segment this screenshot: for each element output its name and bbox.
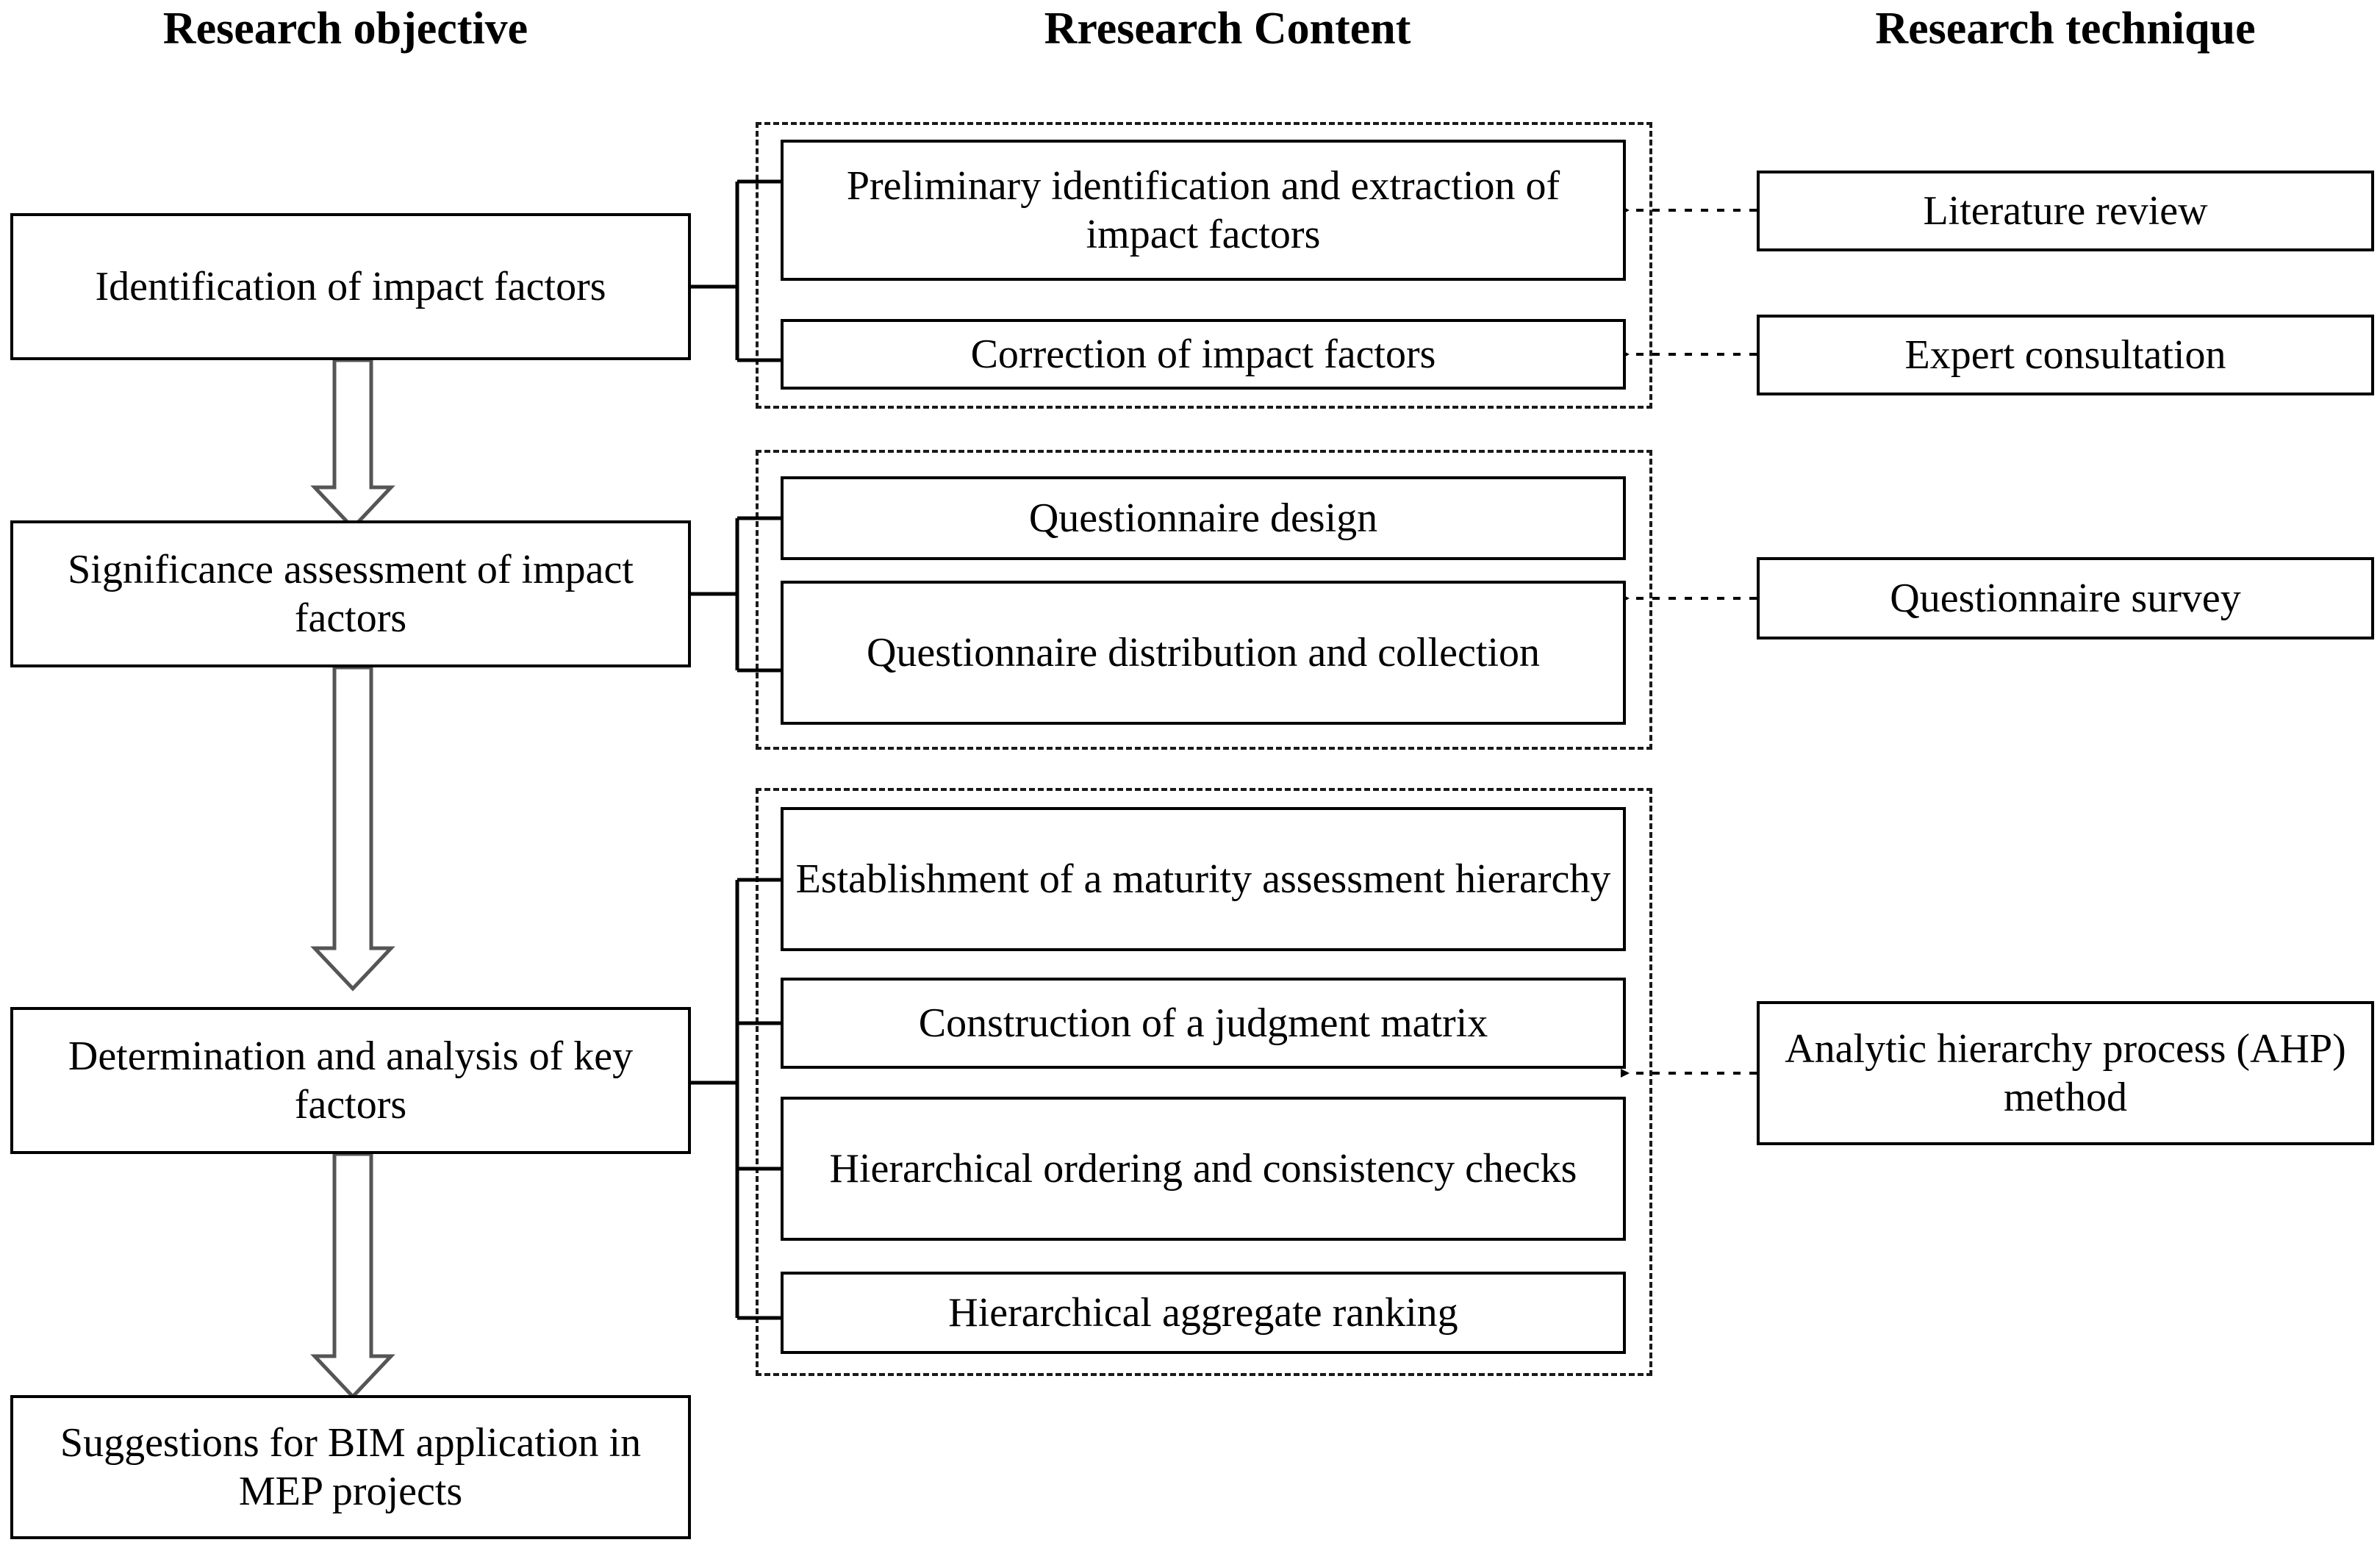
block-arrow-obj3-to-obj4 — [310, 1152, 395, 1400]
content-node-questionnaire-design[interactable]: Questionnaire design — [781, 476, 1626, 560]
content-node-hierarchical-ordering[interactable]: Hierarchical ordering and consistency ch… — [781, 1097, 1626, 1241]
technique-node-questionnaire-survey[interactable]: Questionnaire survey — [1757, 557, 2374, 639]
technique-node-literature-review[interactable]: Literature review — [1757, 171, 2374, 251]
content-group-2-container — [756, 450, 1652, 750]
objective-node-suggestions-for-bim[interactable]: Suggestions for BIM application in MEP p… — [10, 1395, 691, 1539]
content-node-questionnaire-distribution[interactable]: Questionnaire distribution and collectio… — [781, 581, 1626, 725]
content-node-construction-of-judgment-matrix[interactable]: Construction of a judgment matrix — [781, 978, 1626, 1069]
technique-node-ahp-method[interactable]: Analytic hierarchy process (AHP) method — [1757, 1001, 2374, 1145]
column-header-research-content: Rresearch Content — [1044, 4, 1411, 54]
content-group-1-container — [756, 122, 1652, 409]
content-node-establishment-of-maturity-hierarchy[interactable]: Establishment of a maturity assessment h… — [781, 807, 1626, 951]
column-header-research-technique: Research technique — [1875, 4, 2256, 54]
content-node-hierarchical-aggregate-ranking[interactable]: Hierarchical aggregate ranking — [781, 1272, 1626, 1354]
objective-node-significance-assessment[interactable]: Significance assessment of impact factor… — [10, 520, 691, 667]
objective-node-identification-of-impact-factors[interactable]: Identification of impact factors — [10, 213, 691, 360]
block-arrow-obj2-to-obj3 — [310, 665, 395, 992]
content-node-correction-of-impact-factors[interactable]: Correction of impact factors — [781, 319, 1626, 390]
content-group-3-container — [756, 788, 1652, 1376]
block-arrow-obj1-to-obj2 — [310, 358, 395, 531]
technique-node-expert-consultation[interactable]: Expert consultation — [1757, 315, 2374, 395]
content-node-preliminary-identification[interactable]: Preliminary identification and extractio… — [781, 140, 1626, 281]
objective-node-determination-and-analysis[interactable]: Determination and analysis of key factor… — [10, 1007, 691, 1154]
column-header-research-objective: Research objective — [162, 4, 528, 54]
